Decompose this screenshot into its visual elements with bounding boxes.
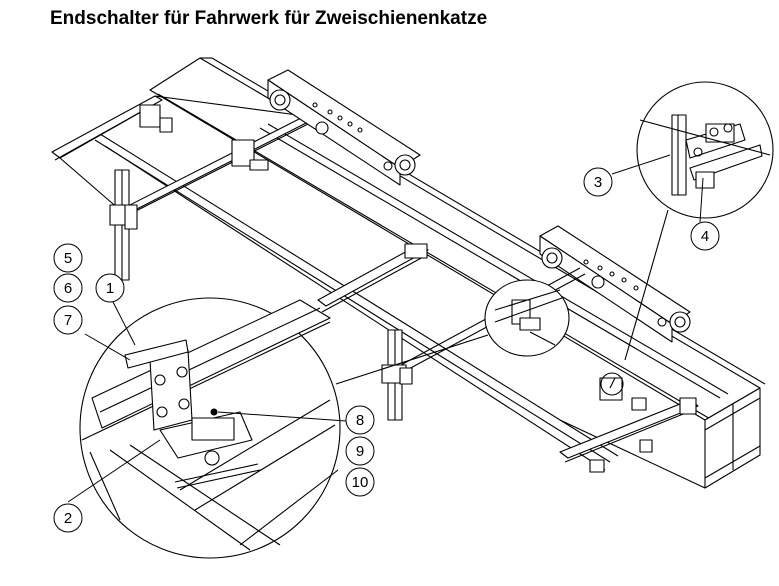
svg-text:7: 7 xyxy=(64,312,72,329)
callout-7: 7 xyxy=(53,305,83,335)
callout-2: 2 xyxy=(53,503,83,533)
svg-text:1: 1 xyxy=(106,280,114,297)
end-carriage-back xyxy=(267,69,421,186)
callout-3: 3 xyxy=(583,167,613,197)
svg-text:6: 6 xyxy=(64,280,72,297)
svg-text:8: 8 xyxy=(356,412,364,429)
callout-10: 10 xyxy=(345,467,375,497)
callout-4: 4 xyxy=(690,221,720,251)
detail-circle-large xyxy=(79,297,341,559)
diagram-title: Endschalter für Fahrwerk für Zweischiene… xyxy=(50,8,488,29)
detail-circle-top-right xyxy=(636,81,774,219)
end-carriage-front xyxy=(539,225,691,343)
svg-text:10: 10 xyxy=(352,474,369,491)
callout-1: 1 xyxy=(95,273,125,303)
svg-text:4: 4 xyxy=(701,228,709,245)
runway-rails xyxy=(94,123,729,471)
callout-8: 8 xyxy=(345,405,375,435)
callout-6: 6 xyxy=(53,273,83,303)
callout-9: 9 xyxy=(345,436,375,466)
svg-text:5: 5 xyxy=(64,250,72,267)
svg-text:2: 2 xyxy=(64,510,72,527)
leader-lines xyxy=(67,154,704,503)
svg-text:3: 3 xyxy=(594,174,602,191)
svg-text:9: 9 xyxy=(356,443,364,460)
middle-cross-bar xyxy=(317,243,429,313)
callout-5: 5 xyxy=(53,243,83,273)
detail-circle-small xyxy=(484,279,570,357)
